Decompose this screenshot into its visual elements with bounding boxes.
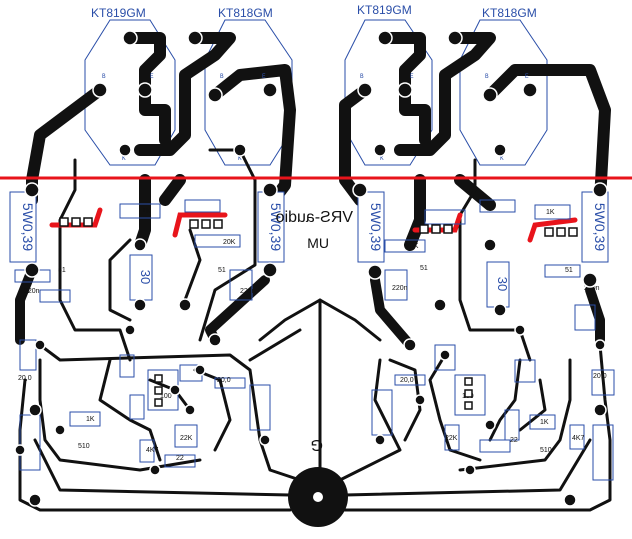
svg-text:1K: 1K [142,208,151,215]
component-labels: 51 51 51 51 20K 20K 220n 220n 220n 220n … [18,208,607,462]
big-resistor-3: 5W0,39 [357,191,385,263]
svg-text:22: 22 [510,437,518,444]
svg-text:B: B [360,73,364,80]
svg-text:220n: 220n [24,288,40,295]
svg-text:B: B [102,73,106,80]
svg-text:E: E [410,73,414,80]
solder-pads [14,30,608,507]
transistor-label-kt819-left: KT819GM [91,6,146,20]
small-components [14,199,615,481]
big-resistor-1: 5W0,39 [9,191,37,263]
svg-text:K: K [122,155,126,162]
svg-text:5W0,39: 5W0,39 [20,203,36,251]
svg-text:E: E [150,73,154,80]
big-resistor-4: 5W0,39 [581,191,609,263]
svg-text:K: K [238,155,242,162]
svg-text:K: K [500,155,504,162]
svg-text:1K: 1K [540,419,549,426]
svg-text:1K: 1K [546,209,555,216]
svg-text:51: 51 [565,267,573,274]
svg-text:20,0: 20,0 [593,373,607,380]
ground-label: G [311,436,323,453]
transistor-label-kt818-left: KT818GM [218,6,273,20]
brand-text: VRS-audio [276,209,353,226]
svg-text:22K: 22K [180,435,193,442]
svg-text:5W0,39: 5W0,39 [592,203,608,251]
transistor-outline-4 [459,19,548,166]
svg-text:51: 51 [58,267,66,274]
svg-text:22: 22 [176,455,184,462]
svg-text:100: 100 [160,393,172,400]
big-resistor-2: 5W0,39 [257,191,285,263]
svg-text:B: B [220,73,224,80]
svg-text:220n: 220n [392,285,408,292]
svg-text:4K7: 4K7 [572,435,585,442]
svg-text:B: B [485,73,489,80]
svg-text:E: E [262,73,266,80]
svg-text:20K: 20K [406,243,419,250]
svg-text:30: 30 [495,277,510,291]
transistor-outline-2 [204,19,293,166]
svg-text:22K: 22K [445,435,458,442]
svg-text:20,0: 20,0 [217,377,231,384]
svg-text:K: K [380,155,384,162]
ground-pad [288,467,348,527]
header-pads [59,217,578,410]
svg-text:51: 51 [420,265,428,272]
resistor-30-left: 30 [129,254,153,301]
transistor-label-kt819-right: KT819GM [357,3,412,17]
resistor-30-right: 30 [486,261,510,308]
svg-text:5W0,39: 5W0,39 [268,203,284,251]
svg-text:510: 510 [540,447,552,454]
svg-text:5W0,39: 5W0,39 [368,203,384,251]
svg-text:20,0: 20,0 [400,377,414,384]
svg-text:220n: 220n [240,288,256,295]
brand-sub: UM [307,235,329,251]
transistor-label-kt818-right: KT818GM [482,6,537,20]
pin-letters: B K E E K B B K E E K B [102,73,529,162]
red-jumpers [49,207,578,243]
svg-text:30: 30 [138,270,153,284]
svg-text:220n: 220n [584,285,600,292]
power-traces [15,32,611,350]
svg-text:51: 51 [218,267,226,274]
svg-text:20,0: 20,0 [18,375,32,382]
svg-text:1K: 1K [86,416,95,423]
svg-text:20K: 20K [223,239,236,246]
svg-text:E: E [525,73,529,80]
brand-block: VRS-audio UM [276,209,353,251]
svg-text:4K7: 4K7 [146,447,159,454]
svg-text:510: 510 [78,443,90,450]
